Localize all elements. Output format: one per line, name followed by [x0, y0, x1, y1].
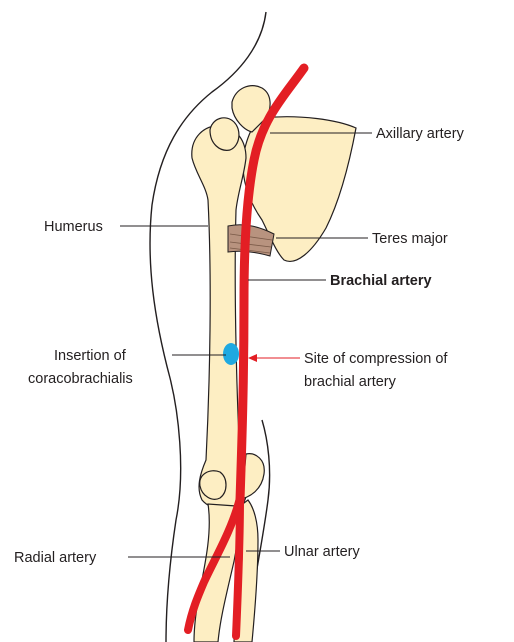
label-humerus: Humerus — [44, 219, 103, 235]
label-compression-line2: brachial artery — [304, 374, 397, 390]
label-teres-major: Teres major — [372, 231, 448, 247]
label-insertion-line1: Insertion of — [54, 348, 127, 364]
ulnar-artery — [236, 498, 240, 636]
compression-arrowhead — [248, 354, 257, 362]
coracobrachialis-insertion — [223, 343, 239, 365]
label-brachial-artery: Brachial artery — [330, 273, 432, 289]
label-radial-artery: Radial artery — [14, 550, 97, 566]
label-insertion-line2: coracobrachialis — [28, 371, 133, 387]
label-compression-line1: Site of compression of — [304, 351, 448, 367]
label-axillary-artery: Axillary artery — [376, 126, 465, 142]
label-ulnar-artery: Ulnar artery — [284, 544, 360, 560]
